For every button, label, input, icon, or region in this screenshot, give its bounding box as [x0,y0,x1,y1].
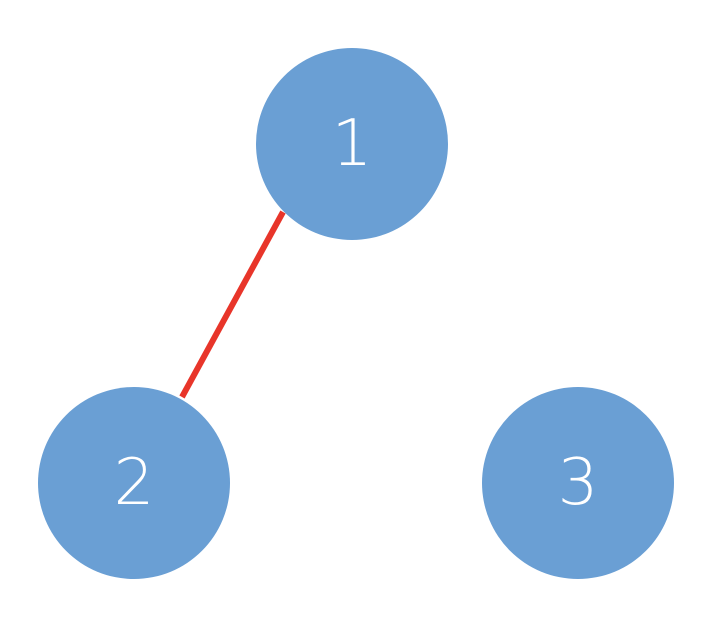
graph-node-label-2: 2 [113,446,155,520]
graph-node-3[interactable]: 3 [482,387,674,579]
graph-edge-1-2[interactable] [179,210,286,399]
graph-node-1[interactable]: 1 [256,48,448,240]
graph-node-label-3: 3 [557,446,599,520]
graph-node-2[interactable]: 2 [38,387,230,579]
graph-node-label-1: 1 [331,107,373,181]
